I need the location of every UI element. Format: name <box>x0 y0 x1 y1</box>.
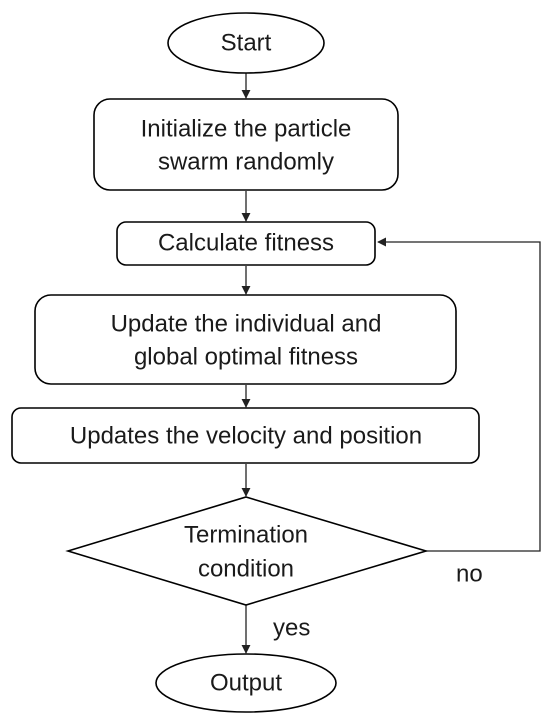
update-velocity-node: Updates the velocity and position <box>11 407 480 464</box>
update-optimal-label-line-2: global optimal fitness <box>134 344 358 371</box>
initialize-label-line-2: swarm randomly <box>158 149 334 176</box>
termination-label-line-1: Termination <box>184 522 308 549</box>
initialize-node: Initialize the particle swarm randomly <box>93 98 399 191</box>
output-node: Output <box>155 653 337 713</box>
output-ellipse <box>155 653 337 713</box>
initialize-label-line-1: Initialize the particle <box>141 116 352 143</box>
termination-label-line-2: condition <box>198 556 294 583</box>
start-label: Start <box>221 30 272 57</box>
update-optimal-label-line-1: Update the individual and <box>111 311 382 338</box>
initialize-box <box>93 98 399 191</box>
fitness-label: Calculate fitness <box>158 230 334 257</box>
update-optimal-box <box>34 294 457 385</box>
edge-label-yes: yes <box>273 615 310 642</box>
termination-diamond <box>65 496 429 606</box>
fitness-box <box>116 221 376 266</box>
update-velocity-box <box>11 407 480 464</box>
edge-label-no: no <box>456 561 483 588</box>
start-node: Start <box>167 12 325 74</box>
fitness-node: Calculate fitness <box>116 221 376 266</box>
edges-layer <box>241 73 541 654</box>
update-optimal-node: Update the individual and global optimal… <box>34 294 457 385</box>
update-velocity-label: Updates the velocity and position <box>70 423 422 450</box>
start-ellipse <box>167 12 325 74</box>
edge-termination-to-fitness-loop <box>377 237 541 552</box>
termination-node: Termination condition <box>65 496 429 606</box>
output-label: Output <box>210 670 282 697</box>
